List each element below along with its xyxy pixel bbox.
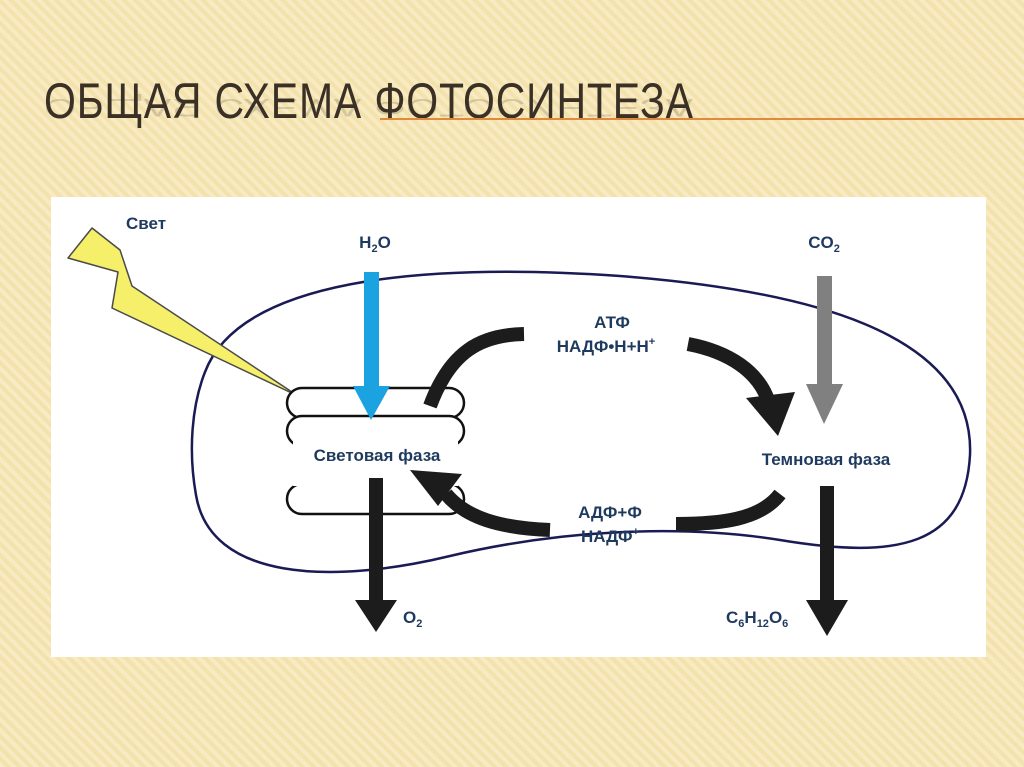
atp-label: АТФ: [594, 313, 630, 332]
nadph-label: НАДФ•Н+Н+: [557, 336, 655, 356]
adp-flow-arrow-right: [675, 489, 786, 531]
light-label: Свет: [126, 214, 166, 233]
title-underline: [380, 118, 1024, 120]
glucose-label: C6H12O6: [726, 608, 788, 630]
nadp-label: НАДФ+: [581, 526, 639, 546]
oxygen-arrow: [355, 478, 397, 632]
chloroplast-outline: [190, 270, 972, 574]
water-arrow: [353, 272, 390, 420]
co2-label: CO2: [808, 233, 840, 255]
light-phase-label: Световая фаза: [314, 446, 441, 465]
co2-arrow: [806, 276, 843, 424]
oxygen-label: O2: [403, 608, 422, 630]
adp-label: АДФ+Ф: [578, 503, 642, 522]
atp-flow-arrow-right: [686, 337, 795, 436]
water-label: H2O: [359, 233, 391, 255]
adp-flow-arrow-left: [410, 470, 551, 537]
lightning-icon: [67, 227, 299, 397]
dark-phase-label: Темновая фаза: [762, 450, 891, 469]
atp-flow-arrow-left: [423, 327, 525, 409]
glucose-arrow: [806, 486, 848, 636]
